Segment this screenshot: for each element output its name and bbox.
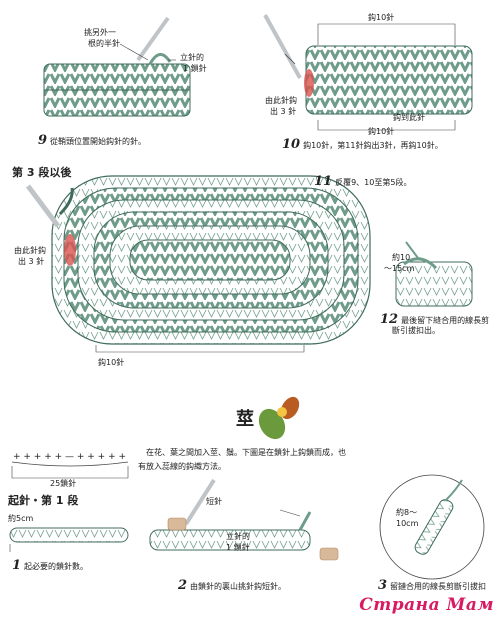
watermark-logo: Страна Мам <box>359 595 494 615</box>
step12-caption-2: 斷引拔扣出。 <box>392 326 440 335</box>
svg-text:+ + + + + — + + + + +: + + + + + — + + + + + <box>13 452 126 462</box>
step2-chain <box>149 478 339 561</box>
step12-length-label: 約10 <box>392 253 411 262</box>
step1-caption-text: 起必要的鎖針數。 <box>24 562 89 571</box>
step10-swatch <box>263 14 473 131</box>
step12-number: 12 <box>380 312 399 327</box>
step9-swatch <box>43 16 191 117</box>
step10-top-label: 鈎10針 <box>368 13 395 22</box>
step9-pick-label-2: 根的半針 <box>88 39 120 48</box>
step11-out-label-2: 出 3 針 <box>18 257 45 266</box>
step2-number: 2 <box>178 578 188 593</box>
step10-bottom-label: 鈎10針 <box>368 127 395 136</box>
step3-caption-text: 留鏈合用的線長剪斷引拔扣 <box>390 582 487 591</box>
stem-title: 莖 <box>236 409 254 430</box>
step9-pick-label: 挑另外一 <box>84 28 116 37</box>
step10-to-label: 鈎到此針 <box>393 113 425 122</box>
step11-row-label: 第 3 段以後 <box>12 166 72 179</box>
step10-number: 10 <box>282 137 301 152</box>
step11-out-label: 由此針鈎 <box>14 246 46 255</box>
leaf-flower-icon <box>258 396 300 440</box>
step10-out-label: 由此針鈎 <box>265 96 297 105</box>
step11-bottom-label: 鈎10針 <box>98 358 125 367</box>
step12-swatch <box>395 241 473 307</box>
step9-stand-label-2: 1 鎖針 <box>183 64 207 73</box>
chain-diagram: + + + + + — + + + + + <box>11 452 129 479</box>
step11-number: 11 <box>314 174 333 189</box>
step3-number: 3 <box>378 578 388 593</box>
step3-length-label: 約8～ <box>396 508 418 517</box>
stem-text-2: 有放入蕊線的鈎織方法。 <box>138 462 226 471</box>
step10-out-label-2: 出 3 針 <box>270 107 297 116</box>
start-row-label: 起針・第 1 段 <box>8 494 79 507</box>
step3-circle <box>379 474 485 580</box>
chain-count-label: 25鎖針 <box>50 479 77 488</box>
step9-caption-text: 從鞘頭位置開始鈎針的針。 <box>50 137 147 146</box>
step3-length-label-2: 10cm <box>396 519 419 528</box>
step9-stand-label: 立針的 <box>180 53 204 62</box>
step11-oval <box>26 175 371 353</box>
step10-caption-text: 鈎10針，第11針鈎出3針，再鈎10針。 <box>303 141 443 150</box>
step2-sc-label: 短針 <box>206 497 222 506</box>
length-label: 約5cm <box>8 514 34 523</box>
step2-caption-text: 由鎖針的裏山挑針鈎短針。 <box>190 582 287 591</box>
step9-number: 9 <box>38 133 48 148</box>
step11-caption-text: 反覆9、10至第5段。 <box>335 178 412 187</box>
step1-number: 1 <box>12 558 22 573</box>
step12-length-label-2: ～15cm <box>384 264 415 273</box>
stem-text-1: 在花、葉之間加入莖、鬚。下圖是在鎖針上鈎鎖而成，也 <box>146 448 346 457</box>
step1-chain <box>9 527 129 552</box>
step2-stand-label-2: 1 鎖針 <box>226 543 250 552</box>
step12-caption-text-1: 最後留下縫合用的線長剪 <box>401 316 490 325</box>
step2-stand-label: 立針的 <box>226 532 250 541</box>
